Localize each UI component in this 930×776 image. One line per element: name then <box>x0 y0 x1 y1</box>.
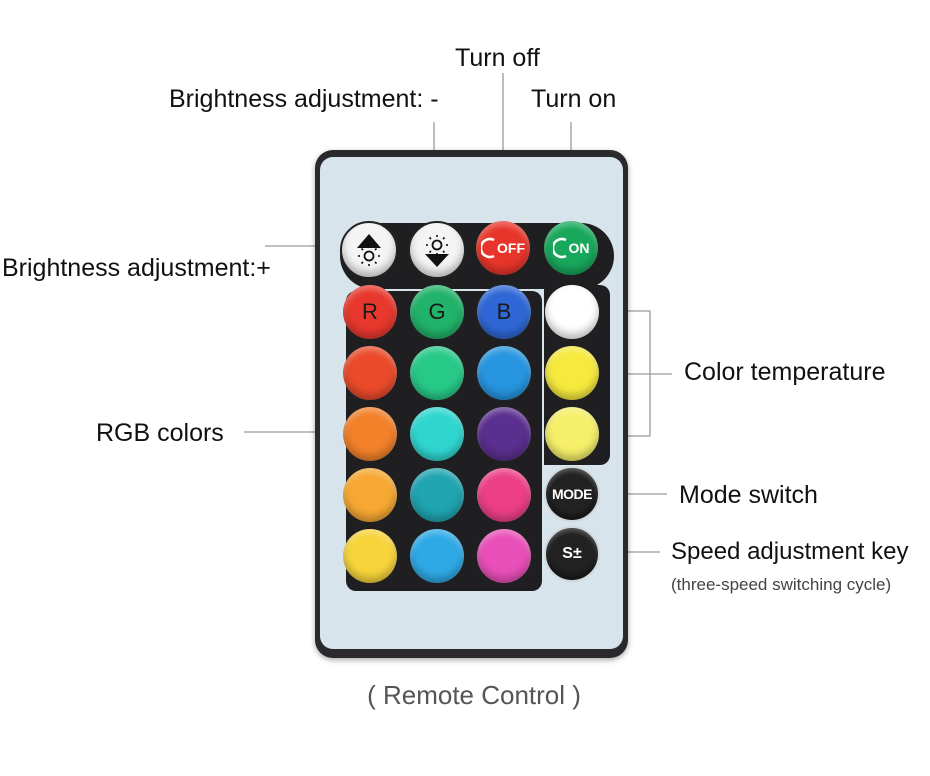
color-button-r3-c3[interactable] <box>477 407 531 461</box>
speed-label: S± <box>562 545 582 562</box>
color-temp-button-3[interactable] <box>545 407 599 461</box>
color-button-r1-c1[interactable]: R <box>343 285 397 339</box>
color-temp-button-2[interactable] <box>545 346 599 400</box>
color-button-r5-c3[interactable] <box>477 529 531 583</box>
color-button-r4-c1[interactable] <box>343 468 397 522</box>
brightness-up-button[interactable] <box>340 221 398 279</box>
color-button-r5-c1[interactable] <box>343 529 397 583</box>
label-turn-off: Turn off <box>455 44 540 72</box>
power-ring-icon <box>481 237 495 259</box>
color-button-r4-c2[interactable] <box>410 468 464 522</box>
color-button-r2-c1[interactable] <box>343 346 397 400</box>
brightness-down-icon <box>425 235 449 267</box>
r-label: R <box>362 299 378 324</box>
mode-button[interactable]: MODE <box>544 466 600 522</box>
turn-on-button[interactable]: ON <box>544 221 598 275</box>
label-speed-note: (three-speed switching cycle) <box>671 575 892 594</box>
brightness-up-icon <box>357 234 381 266</box>
on-label: ON <box>568 240 590 256</box>
color-button-r1-c3[interactable]: B <box>477 285 531 339</box>
label-mode-switch: Mode switch <box>679 481 818 509</box>
label-turn-on: Turn on <box>531 85 617 113</box>
color-temp-button-1[interactable] <box>545 285 599 339</box>
label-brightness-minus: Brightness adjustment: - <box>169 85 439 113</box>
color-button-r2-c2[interactable] <box>410 346 464 400</box>
label-color-temperature: Color temperature <box>684 358 886 386</box>
power-ring-icon <box>552 237 567 259</box>
color-button-r3-c1[interactable] <box>343 407 397 461</box>
b-label: B <box>496 299 512 324</box>
color-button-r5-c2[interactable] <box>410 529 464 583</box>
speed-button[interactable]: S± <box>544 526 600 582</box>
color-button-r3-c2[interactable] <box>410 407 464 461</box>
turn-off-button[interactable]: OFF <box>476 221 530 275</box>
color-button-r2-c3[interactable] <box>477 346 531 400</box>
mode-label: MODE <box>552 486 593 502</box>
brightness-down-button[interactable] <box>408 221 466 279</box>
label-rgb-colors: RGB colors <box>96 419 224 447</box>
g-label: G <box>428 299 446 324</box>
label-speed-adjustment: Speed adjustment key <box>671 538 909 565</box>
color-button-r1-c2[interactable]: G <box>410 285 464 339</box>
color-button-r4-c3[interactable] <box>477 468 531 522</box>
off-label: OFF <box>497 240 525 256</box>
label-brightness-plus: Brightness adjustment:+ <box>2 254 271 282</box>
caption: ( Remote Control ) <box>367 680 581 710</box>
